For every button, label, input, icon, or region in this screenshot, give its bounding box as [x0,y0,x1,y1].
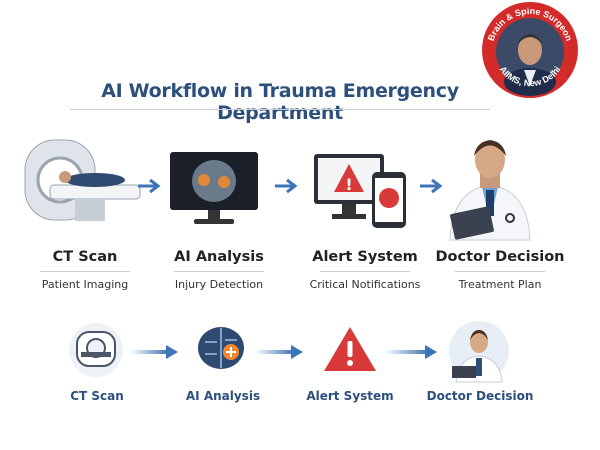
step-ai-analysis: AI Analysis Injury Detection [154,249,284,291]
surgeon-badge: Brain & Spine Surgeon AIIMS, New Delhi [482,2,578,98]
brain-scan-monitor-icon [170,152,258,224]
doctor-icon [449,140,531,241]
step-ct-scan: CT Scan Patient Imaging [20,249,150,291]
ct-scanner-icon [24,139,141,221]
bottom-label-ai-analysis: AI Analysis [185,389,261,403]
arrow-right-icon [420,178,443,194]
alert-monitor-phone-icon: ! [314,154,406,228]
step-label: Doctor Decision [435,249,565,265]
step-sub: Injury Detection [174,278,264,291]
page-title: AI Workflow in Trauma Emergency Departme… [101,80,459,124]
bottom-label-ct-scan: CT Scan [70,389,124,403]
step-doctor-decision: Doctor Decision Treatment Plan [430,249,570,291]
step-sub: Treatment Plan [458,278,542,291]
step-label: AI Analysis [174,249,264,265]
step-alert-system: Alert System Critical Notifications [295,249,435,291]
arrow-right-icon [385,345,437,359]
step-divider [320,271,410,272]
ai-brain-icon [198,327,244,369]
step-divider [40,271,130,272]
step-divider [174,271,264,272]
doctor-small-icon [449,321,509,383]
svg-text:!: ! [345,175,352,194]
arrow-right-icon [255,345,303,359]
step-label: Alert System [312,249,418,265]
step-sub: Patient Imaging [41,278,129,291]
ct-scanner-small-icon [69,323,123,377]
step-sub: Critical Notifications [309,278,421,291]
alert-triangle-icon [324,327,376,371]
step-label: CT Scan [52,249,118,265]
arrow-right-icon [138,178,161,194]
arrow-right-icon [130,345,178,359]
bottom-label-alert-system: Alert System [306,389,394,403]
step-divider [455,271,545,272]
arrow-right-icon [275,178,298,194]
bottom-label-doctor-decision: Doctor Decision [426,389,534,403]
title-divider [70,109,490,110]
